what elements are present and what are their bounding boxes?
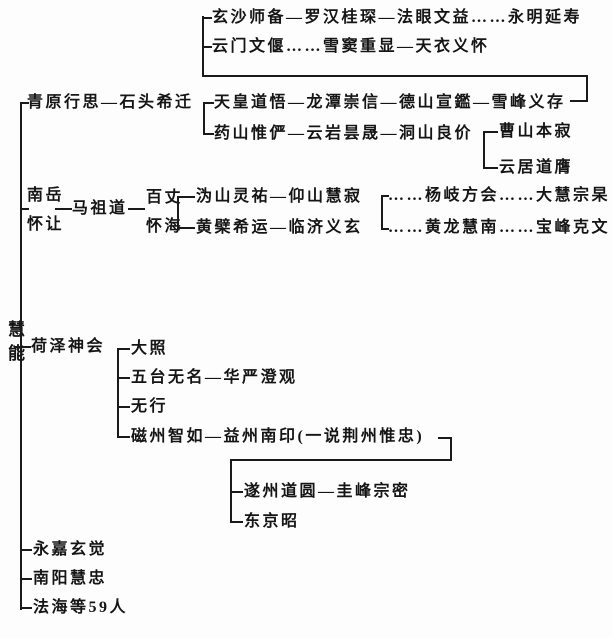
- bracket-line: [117, 348, 119, 438]
- branch-stub-line: [20, 346, 31, 348]
- node-cizhou-line: 磁州智如—益州南印(一说荆州惟忠): [131, 428, 425, 445]
- root-tick-line: [14, 346, 22, 348]
- bracket-stub-line: [381, 195, 389, 197]
- branch-stub-line: [20, 578, 32, 580]
- bracket-stub-line: [117, 436, 130, 438]
- node-nanyang: 南阳慧忠: [33, 570, 108, 587]
- connector-line: [128, 208, 145, 210]
- node-huanglong-line: ……黄龙慧南……宝峰克文: [388, 219, 611, 236]
- bracket-stub-line: [202, 17, 212, 19]
- node-nanyue-top: 南岳: [27, 187, 65, 204]
- connector-line: [450, 437, 452, 461]
- bracket-stub-line: [117, 348, 130, 350]
- bracket-stub-line: [203, 102, 214, 104]
- connector-line: [230, 459, 452, 461]
- branch-stub-line: [20, 607, 32, 609]
- bracket-stub-line: [117, 377, 130, 379]
- node-qingyuan-shitou: 青原行思—石头希迁: [27, 94, 194, 111]
- spine-line: [20, 102, 22, 610]
- node-huangbo-line: 黄檗希运—临济义玄: [196, 219, 363, 236]
- connector-line: [438, 437, 452, 439]
- node-wutai-line: 五台无名—华严澄观: [131, 369, 298, 386]
- node-suizhou-line: 遂州道圆—圭峰宗密: [244, 483, 411, 500]
- node-weishan-line: 沩山灵祐—仰山慧寂: [196, 188, 363, 205]
- node-heze: 荷泽神会: [31, 338, 106, 355]
- node-yunmen-line: 云门文偃……雪窦重显—天衣义怀: [212, 38, 490, 55]
- node-dazhao: 大照: [131, 340, 169, 357]
- bracket-line: [483, 131, 485, 169]
- branch-stub-line: [20, 549, 32, 551]
- node-nanyue-bottom: 怀让: [27, 216, 65, 233]
- connector-line: [202, 75, 588, 77]
- bracket-stub-line: [202, 46, 212, 48]
- bracket-line: [177, 196, 179, 229]
- node-xuansha-line: 玄沙师备—罗汉桂琛—法眼文益……永明延寿: [212, 9, 583, 26]
- bracket-stub-line: [117, 406, 130, 408]
- bracket-stub-line: [177, 227, 195, 229]
- node-yaoshan-line: 药山惟俨—云岩昙晟—洞山良价: [214, 125, 474, 142]
- node-wuxing: 无行: [131, 398, 169, 415]
- connector-line: [55, 208, 72, 210]
- node-caoshan: 曹山本寂: [499, 123, 574, 140]
- node-dongjing: 东京昭: [244, 513, 300, 530]
- bracket-line: [203, 102, 205, 135]
- bracket-line: [381, 195, 383, 230]
- bracket-stub-line: [483, 131, 498, 133]
- node-huineng: 慧能: [5, 320, 24, 368]
- bracket-stub-line: [230, 491, 243, 493]
- bracket-stub-line: [483, 167, 498, 169]
- node-yangqi-line: ……杨岐方会……大慧宗杲: [388, 187, 611, 204]
- node-yongjia: 永嘉玄觉: [33, 541, 108, 558]
- branch-stub-line: [20, 102, 29, 104]
- node-baizhang-top: 百丈: [146, 189, 184, 206]
- node-baizhang-bottom: 怀海: [146, 218, 184, 235]
- bracket-stub-line: [381, 228, 389, 230]
- node-tianhuang-line: 天皇道悟—龙潭崇信—德山宣鑑—雪峰义存: [214, 94, 566, 111]
- bracket-stub-line: [230, 521, 243, 523]
- node-fahai: 法海等59人: [33, 599, 129, 616]
- node-mazu: 马祖道: [72, 200, 128, 217]
- node-yunju: 云居道膺: [499, 159, 574, 176]
- connector-line: [586, 75, 588, 102]
- branch-stub-line: [20, 208, 29, 210]
- bracket-stub-line: [177, 196, 195, 198]
- bracket-stub-line: [203, 133, 214, 135]
- connector-line: [570, 100, 588, 102]
